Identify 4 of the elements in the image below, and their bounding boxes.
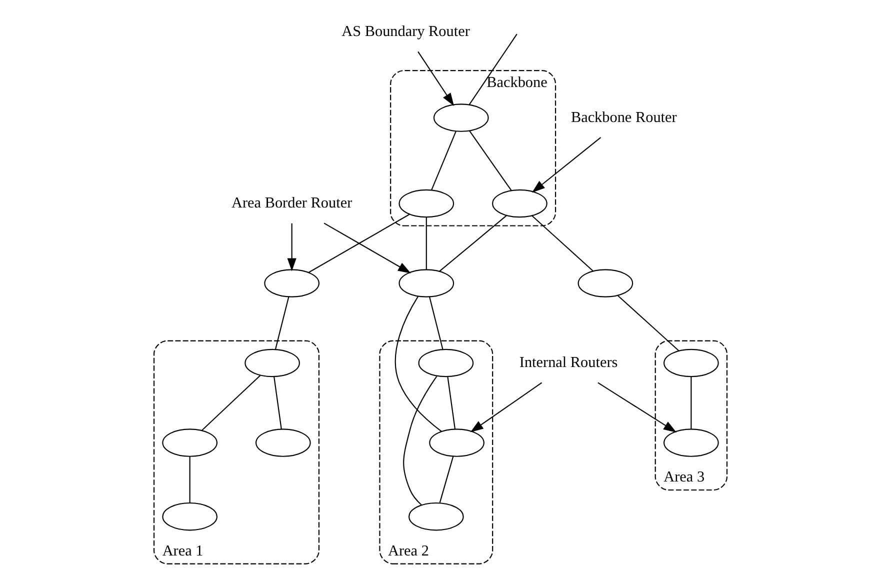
node-text: Internal Routers (518, 354, 618, 372)
node-text: AS Boundary Router (341, 23, 470, 40)
node-text: Area Border Router (231, 194, 352, 212)
node-text: Backbone Router (570, 108, 676, 126)
